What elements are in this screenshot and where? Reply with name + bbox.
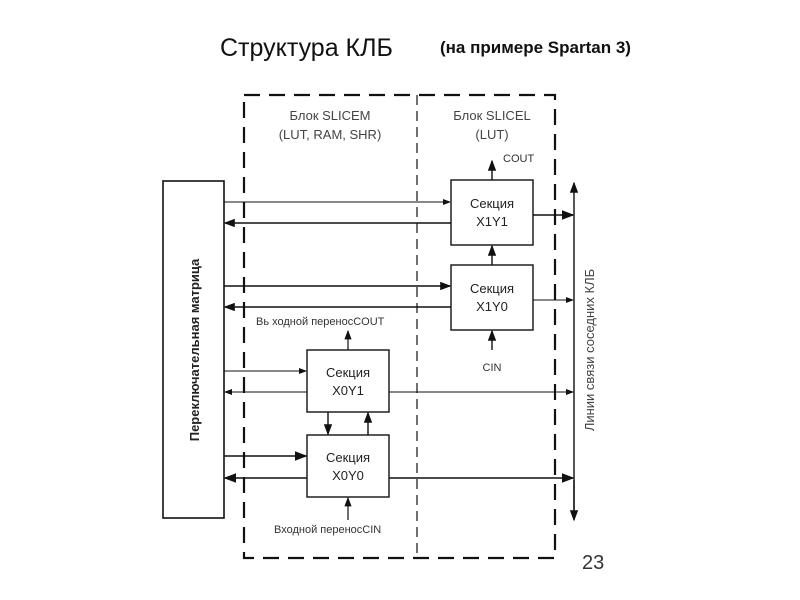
section-x0y0-id: X0Y0 [332,468,364,483]
section-x1y1-box [450,179,534,246]
section-x0y1-id: X0Y1 [332,383,364,398]
slicel-label: Блок SLICEL [453,108,530,123]
cout-label: COUT [503,153,534,165]
section-x1y1-id: X1Y1 [476,214,508,229]
switch-matrix-label: Переключательная матрица [187,258,202,441]
section-x0y1-label: Секция [326,365,370,380]
section-x1y0-label: Секция [470,281,514,296]
section-x0y1-box [306,349,390,413]
switch-matrix-box [162,180,225,519]
slicem-label: Блок SLICEM [289,108,370,123]
section-x1y1-label: Секция [470,196,514,211]
section-x1y0-box [450,264,534,331]
section-x1y0-id: X1Y0 [476,299,508,314]
slide-subtitle: (на примере Spartan 3) [440,38,631,57]
section-x0y0-box [306,434,390,498]
cin-label: CIN [483,362,502,374]
section-x0y0-label: Секция [326,450,370,465]
slicel-sublabel: (LUT) [475,127,508,142]
carry-out-label: Вь ходной переносCOUT [256,316,385,328]
page-number: 23 [582,552,605,574]
slicem-sublabel: (LUT, RAM, SHR) [279,127,382,142]
carry-in-label: Входной переносCIN [274,524,381,536]
clb-boundary [242,93,557,560]
bus-label: Линии связи соседних КЛБ [582,269,597,431]
slide-title: Структура КЛБ [220,34,393,62]
